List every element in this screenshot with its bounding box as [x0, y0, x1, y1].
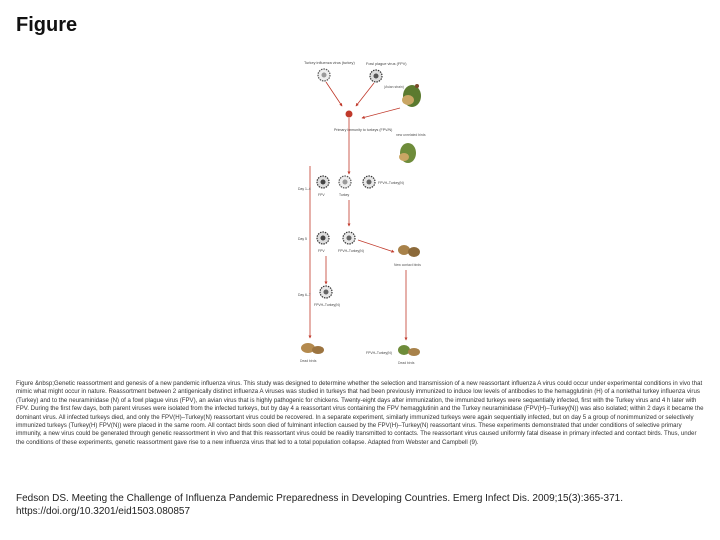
label-day1-turkey: Turkey — [339, 193, 350, 197]
label-primary-immunity: Primary immunity to turkeys (FPV/N) — [334, 128, 392, 132]
label-bottom-reassortant: FPVH–Turkey(N) — [366, 351, 392, 355]
label-avian-strain: (Avian strain) — [384, 85, 404, 89]
label-day-2: Day 5 — [298, 237, 307, 241]
turkey-bird-right — [399, 143, 416, 163]
day1-turkey-particle — [338, 175, 352, 189]
contact-birds-group — [398, 245, 420, 257]
label-day2-fpv: FPV — [318, 249, 325, 253]
label-fowl-plague: Fowl plague virus (FPV) — [366, 62, 407, 66]
dead-birds-right — [398, 345, 420, 356]
label-day2-reassortant: FPVH–Turkey(N) — [338, 249, 364, 253]
label-day-1: Day 1–4 — [298, 187, 311, 191]
label-dead-birds-right: Dead birds — [398, 361, 415, 365]
label-day-3: Day 6–7 — [298, 293, 311, 297]
primary-immunity-dot — [345, 110, 353, 118]
label-day1-fpv: FPV — [318, 193, 325, 197]
fpv-virus-particle — [369, 69, 383, 83]
turkey-bird-top — [402, 84, 421, 107]
dead-birds-left — [301, 343, 324, 354]
day1-fpv-particle — [316, 175, 330, 189]
label-day3-reassortant: FPVH–Turkey(N) — [314, 303, 340, 307]
figure-caption: Figure &nbsp;Genetic reassortment and ge… — [16, 380, 704, 446]
label-new-contact: New contact birds — [394, 263, 421, 267]
page-title: Figure — [16, 14, 78, 36]
reassortment-figure: Turkey influenza virus (turkey) Fowl pla… — [298, 61, 426, 365]
label-new-unrelated: new unrelated birds — [396, 133, 426, 137]
label-turkey-virus: Turkey influenza virus (turkey) — [304, 61, 355, 65]
label-dead-birds-left: Dead birds — [300, 359, 317, 363]
label-day1-reassortant: FPVH–Turkey(N) — [378, 181, 404, 185]
day3-reassortant-particle — [319, 285, 333, 299]
turkey-virus-particle — [317, 68, 331, 82]
day2-reassortant-particle — [342, 231, 356, 245]
day2-fpv-particle — [316, 231, 330, 245]
citation: Fedson DS. Meeting the Challenge of Infl… — [16, 493, 624, 517]
day1-reassortant-particle — [362, 175, 376, 189]
